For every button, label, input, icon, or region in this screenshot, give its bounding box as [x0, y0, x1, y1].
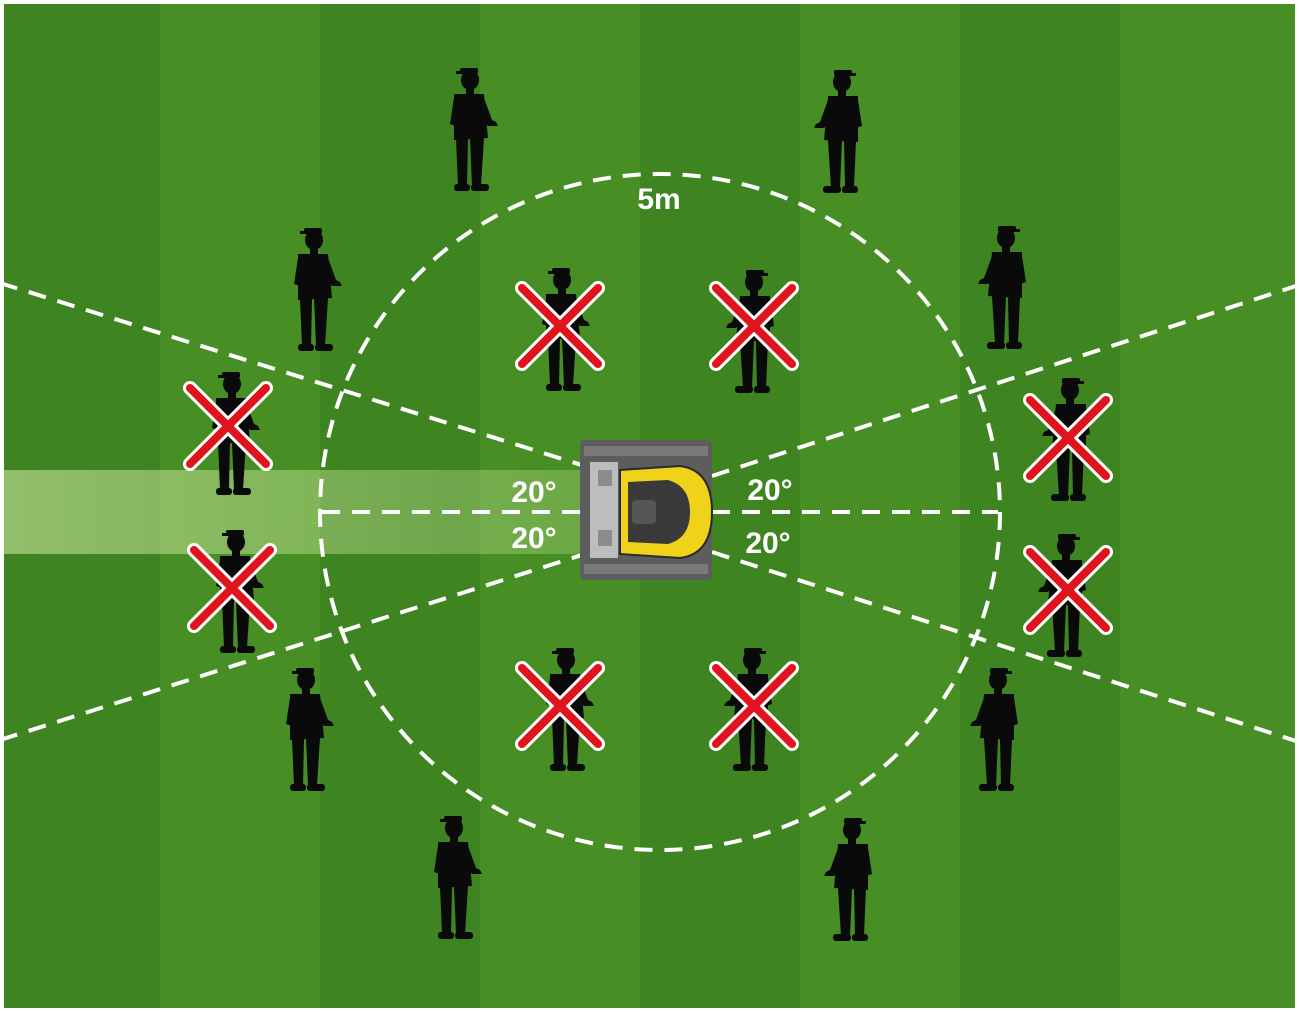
- angle-label-left-upper: 20°: [511, 476, 556, 509]
- angle-line-left-lower: [0, 551, 589, 742]
- angle-line-right-upper: [711, 283, 1299, 478]
- angle-label-right-lower: 20°: [745, 527, 790, 560]
- radius-label: 5m: [637, 183, 680, 216]
- zone-lines: [0, 172, 1299, 852]
- radius-circle: [318, 172, 1002, 852]
- robot-mower-icon: [580, 440, 714, 580]
- angle-label-left-lower: 20°: [511, 522, 556, 555]
- angle-label-right-upper: 20°: [747, 474, 792, 507]
- angle-line-right-lower: [711, 550, 1299, 744]
- mowed-path: [4, 470, 594, 554]
- angle-line-left-upper: [0, 281, 589, 469]
